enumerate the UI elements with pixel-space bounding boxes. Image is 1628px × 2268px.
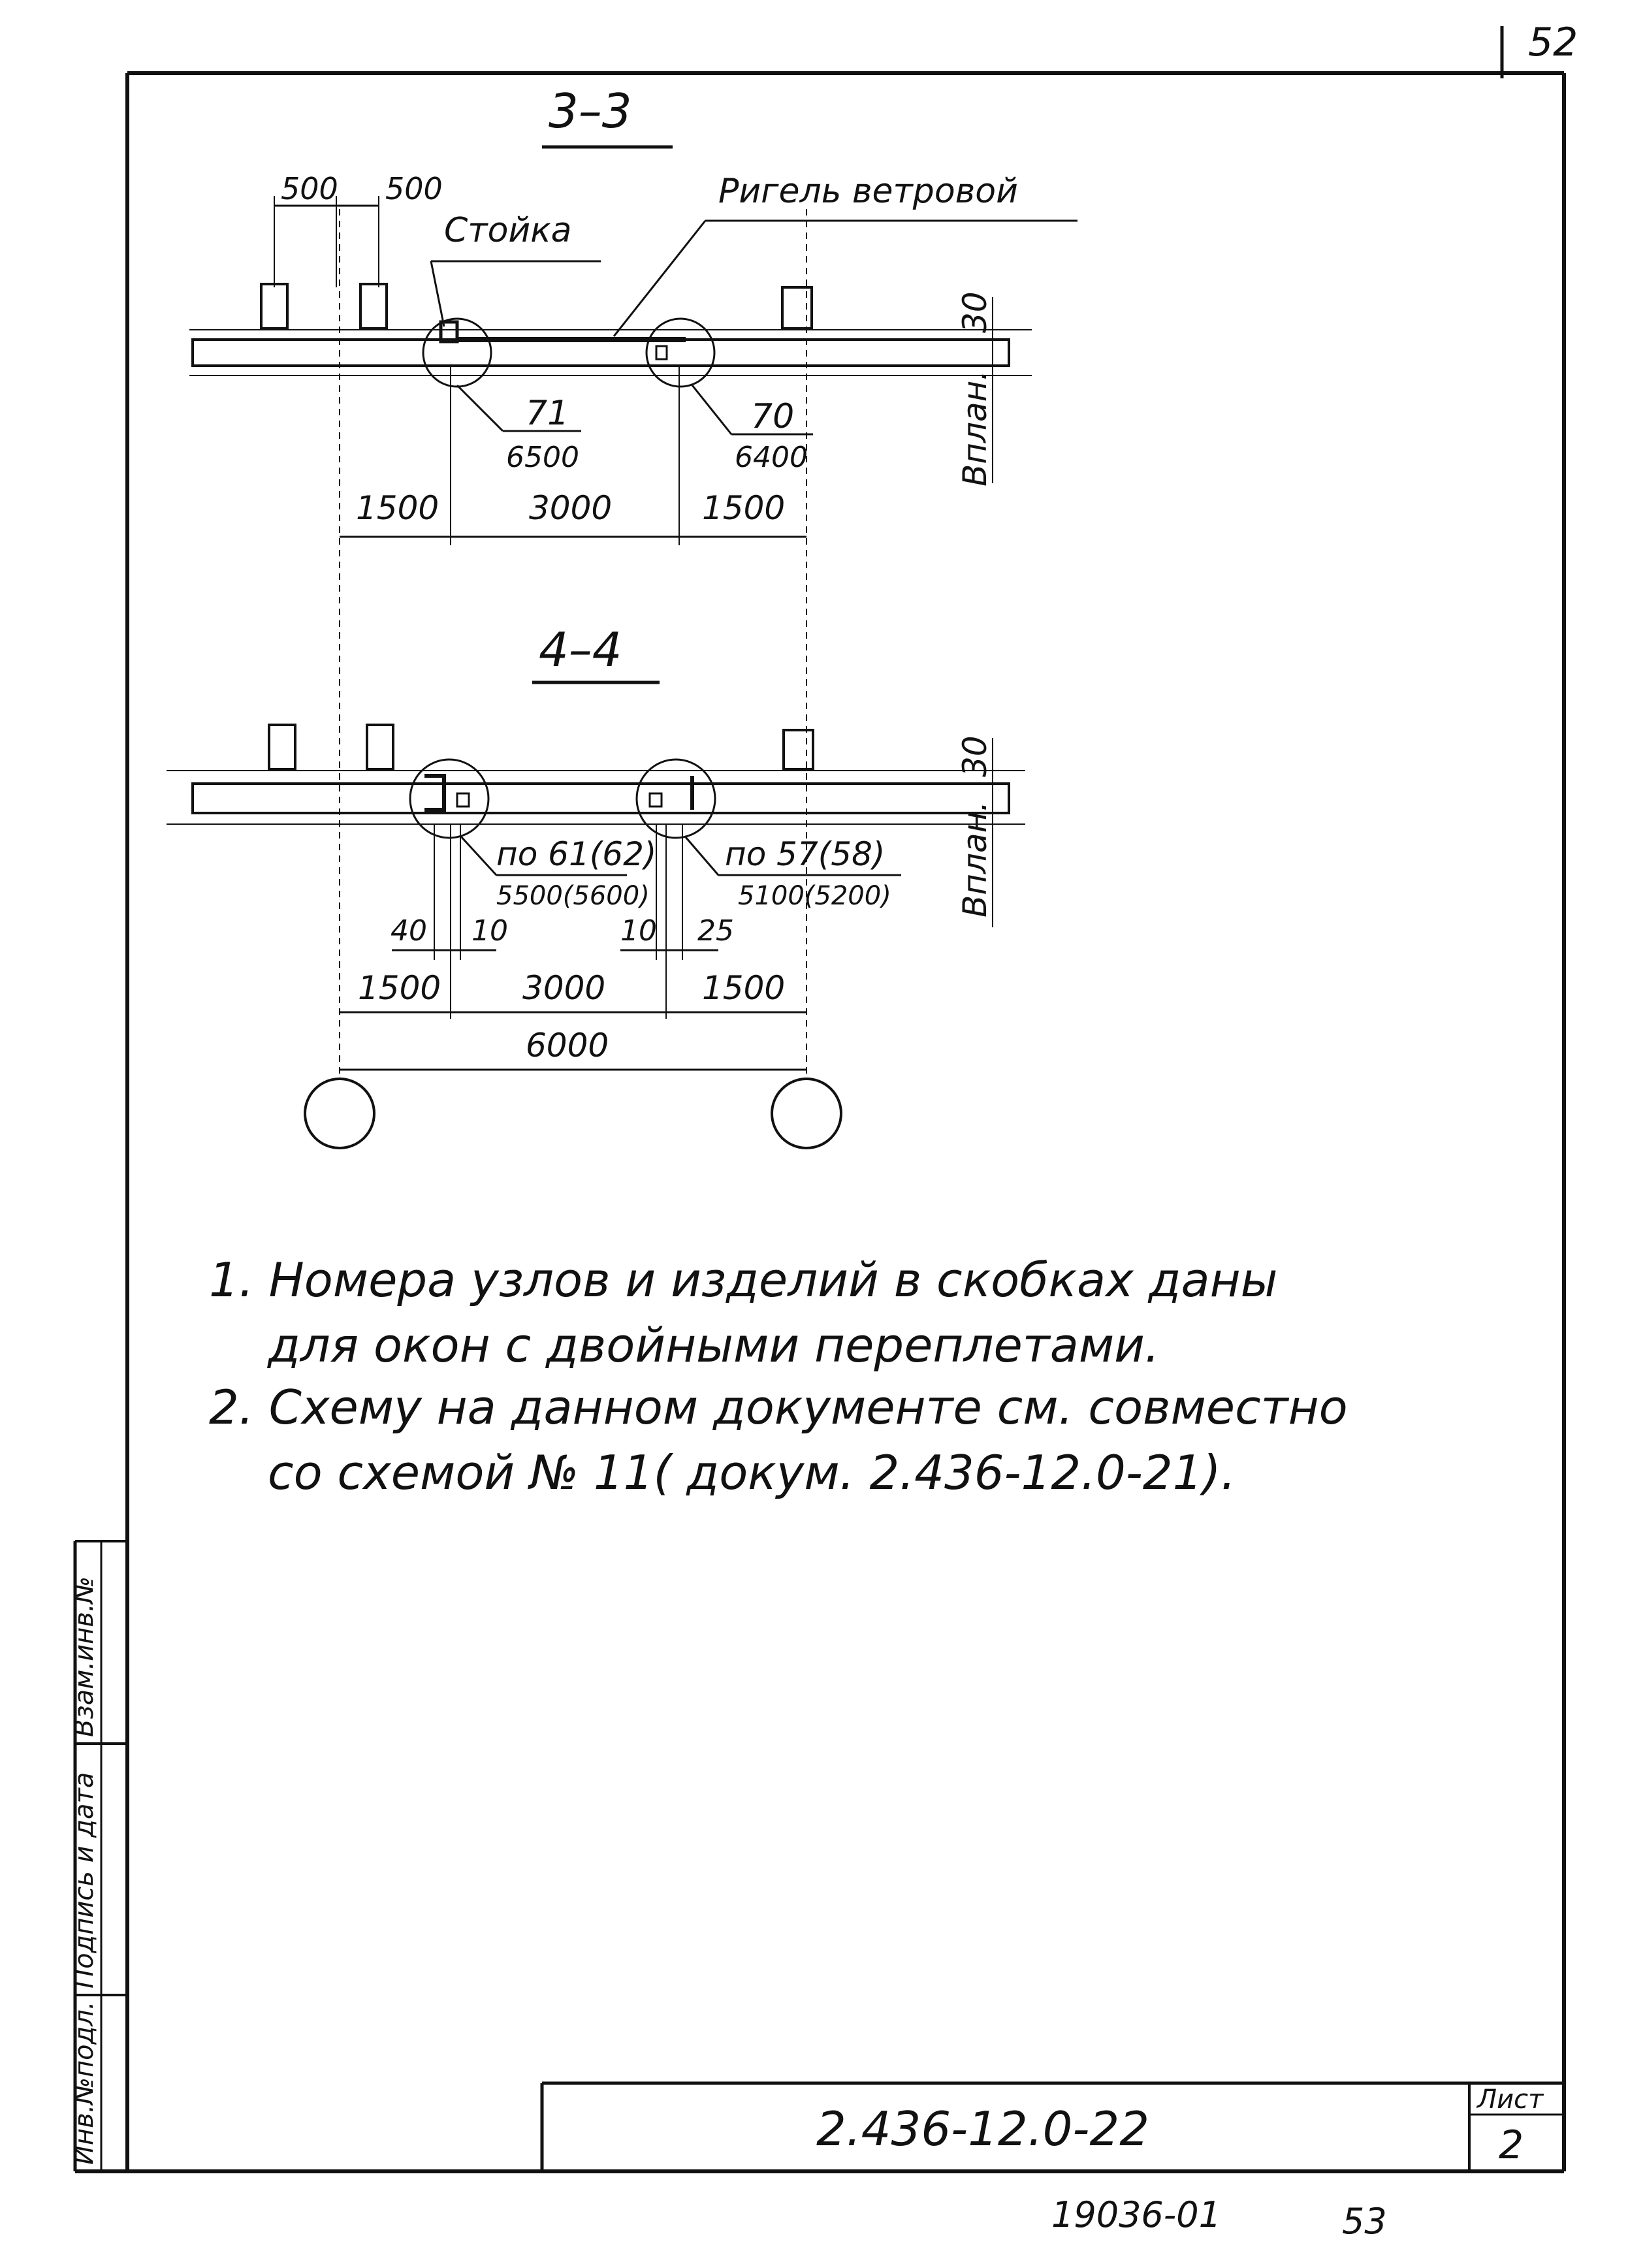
dim-1500-a: 1500 — [356, 489, 439, 527]
small-dim-40: 40 — [391, 914, 427, 948]
label-stoyka: Стойка — [444, 211, 571, 250]
node-61-62-sub: 5500(5600) — [496, 881, 650, 911]
node-71-sub: 6500 — [506, 441, 579, 474]
node-57-58: по 57(58) — [725, 835, 885, 873]
sheet-number-bottom: 53 — [1342, 2201, 1387, 2242]
node-70-sub: 6400 — [735, 441, 808, 474]
small-dim-10-b: 10 — [620, 914, 657, 948]
section-3-3-title: 3–3 — [549, 84, 632, 138]
document-code: 2.436-12.0-22 — [816, 2101, 1149, 2156]
side-stamp: Инв.№подл. Подпись и дата Взам.инв.№ — [69, 1540, 127, 2171]
small-dim-10-a: 10 — [471, 914, 508, 948]
dim-30: 30 — [956, 291, 994, 333]
dim-1500-b: 1500 — [702, 489, 785, 527]
sheet-code-bottom: 19036-01 — [1051, 2194, 1221, 2235]
notes: 1. Номера узлов и изделий в скобках даны… — [209, 1253, 1348, 1500]
note-line-1: 1. Номера узлов и изделий в скобках даны — [209, 1253, 1278, 1307]
section-4-4: 4–4 по 61(62) 5500(5600) по 57(58) 5100(… — [167, 622, 1025, 1149]
node-70: 70 — [751, 397, 794, 436]
dim-3000: 3000 — [529, 489, 612, 527]
sheet-label: Лист — [1476, 2084, 1544, 2115]
section-3-3: 3–3 500 500 Стойка Ригель ветровой 7 — [189, 84, 1077, 545]
axis-marker-right — [771, 1078, 842, 1149]
sheet-number: 2 — [1499, 2122, 1524, 2168]
note-line-4: со схемой № 11( докум. 2.436-12.0-21). — [268, 1445, 1236, 1500]
note-line-2: для окон с двойными переплетами. — [266, 1318, 1160, 1373]
stamp-signature-date: Подпись и дата — [69, 1772, 99, 1988]
dim-500-right: 500 — [385, 171, 443, 206]
dim-1500-c: 1500 — [358, 969, 441, 1007]
small-dim-25: 25 — [697, 914, 734, 948]
node-61-62: по 61(62) — [496, 835, 656, 873]
note-line-3: 2. Схему на данном документе см. совмест… — [209, 1380, 1348, 1435]
node-71: 71 — [526, 394, 569, 433]
stamp-inv-original: Инв.№подл. — [69, 2001, 99, 2165]
dim-1500-d: 1500 — [702, 969, 785, 1007]
label-vplan-4-4: Вплан. — [956, 801, 994, 918]
dim-6000: 6000 — [526, 1027, 609, 1064]
label-rigel: Ригель ветровой — [718, 172, 1018, 211]
node-57-58-sub: 5100(5200) — [738, 881, 891, 911]
page-number: 52 — [1528, 20, 1578, 65]
label-vplan: Вплан. — [956, 370, 994, 487]
dim-30-4-4: 30 — [956, 735, 994, 777]
dim-500-left: 500 — [281, 171, 338, 206]
section-4-4-title: 4–4 — [539, 622, 622, 677]
title-block: 2.436-12.0-22 Лист 2 — [540, 2081, 1564, 2171]
axis-marker-left — [304, 1078, 375, 1149]
grid-axis-lines — [339, 209, 807, 1078]
stamp-replace-inv: Взам.инв.№ — [69, 1576, 99, 1737]
dim-3000-b: 3000 — [522, 969, 605, 1007]
